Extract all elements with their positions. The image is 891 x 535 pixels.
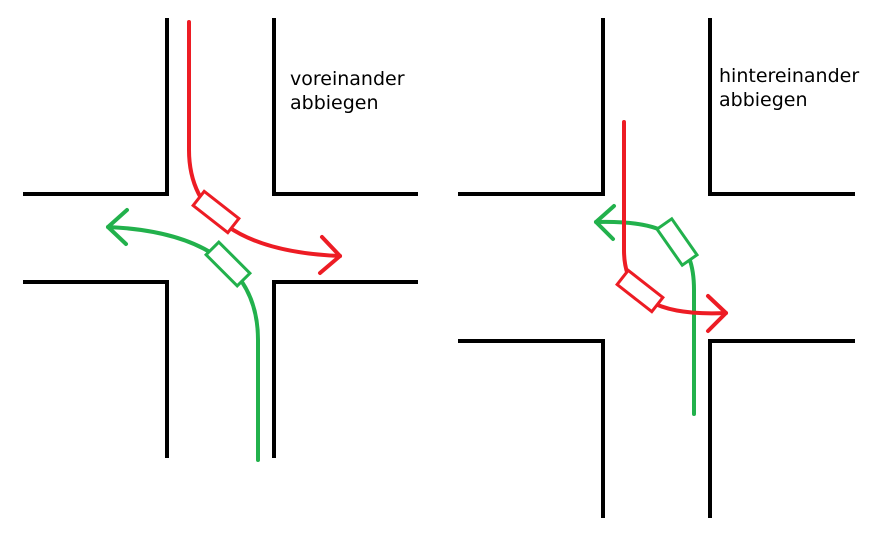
label-line: abbiegen [719,89,808,111]
label-voreinander-abbiegen: voreinander abbiegen [290,67,405,115]
road-edge-bottom-right [708,339,855,518]
road-edge-bottom-left [458,339,605,518]
red-arrow-head-icon [706,294,728,333]
right-red-turn-path [615,120,728,333]
green-arrow-head-icon [106,208,129,246]
green-arrow-head-icon [594,204,616,241]
road-edge-bottom-right [272,280,418,458]
label-hintereinander-abbiegen: hintereinander abbiegen [719,64,859,112]
right-intersection [458,18,855,518]
left-intersection [23,18,418,462]
red-car-icon [191,189,241,235]
red-car-icon [615,268,665,314]
left-road-edges [23,18,418,458]
green-car-icon [654,216,700,268]
left-green-turn-path [106,208,260,462]
road-edge-bottom-left [23,280,169,458]
green-car-icon [203,239,253,289]
right-road-edges [458,18,855,518]
label-line: hintereinander [719,65,860,87]
label-line: voreinander [290,68,405,90]
right-green-turn-path [594,204,700,416]
road-edge-top-left [458,18,605,196]
road-edge-top-right [272,18,418,196]
label-line: abbiegen [290,92,379,114]
left-red-turn-path [187,20,342,275]
road-edge-top-right [708,18,855,196]
road-edge-top-left [23,18,169,196]
red-arrow-head-icon [318,235,342,275]
